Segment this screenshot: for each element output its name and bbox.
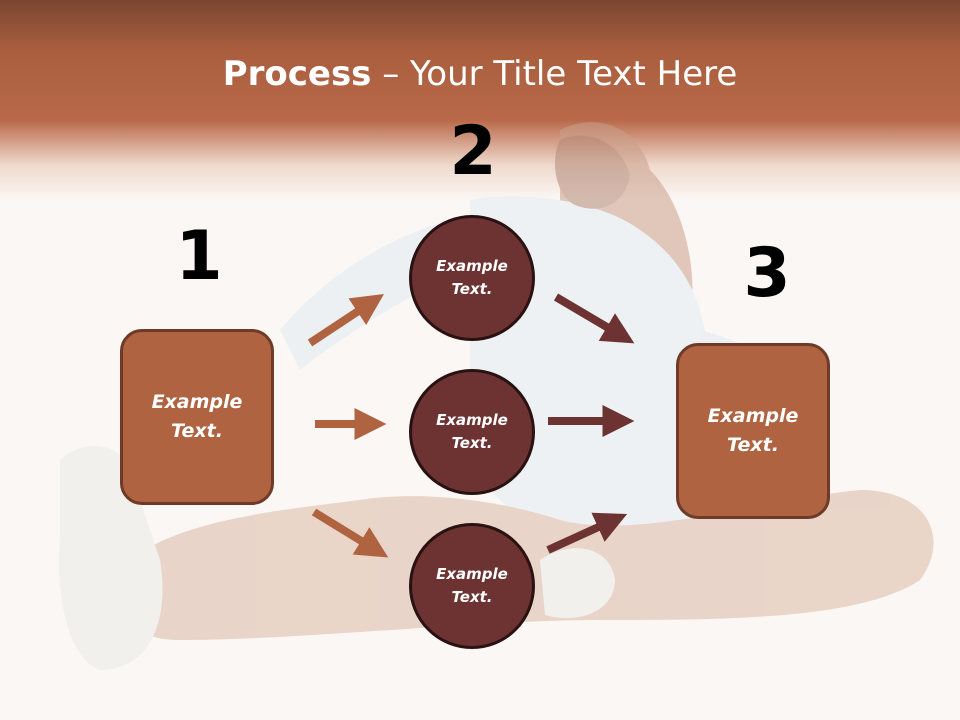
- step-2-circle-1: Example Text.: [409, 215, 535, 341]
- arrow-2c-to-3: [546, 512, 628, 554]
- step-number-1: 1: [175, 217, 223, 296]
- step-number-2: 2: [449, 112, 497, 191]
- step-2-circle-2-text: Example Text.: [436, 411, 508, 452]
- step-3-box: Example Text.: [676, 343, 830, 519]
- step-2-circle-2: Example Text.: [409, 369, 535, 495]
- step-3-text: Example Text.: [707, 405, 799, 456]
- slide-title: Process – Your Title Text Here: [0, 52, 960, 96]
- step-2-circle-3: Example Text.: [409, 523, 535, 649]
- arrow-1-to-2a: [307, 294, 385, 347]
- step-2-circle-3-text: Example Text.: [436, 565, 508, 606]
- arrow-2a-to-3: [553, 293, 635, 344]
- step-1-text: Example Text.: [151, 391, 243, 442]
- title-rest: – Your Title Text Here: [371, 54, 738, 94]
- arrow-1-to-2c: [311, 508, 389, 558]
- step-2-circle-1-text: Example Text.: [436, 257, 508, 298]
- header-band: [0, 0, 960, 200]
- step-1-box: Example Text.: [120, 329, 274, 505]
- step-number-3: 3: [743, 234, 791, 313]
- title-bold: Process: [222, 54, 372, 94]
